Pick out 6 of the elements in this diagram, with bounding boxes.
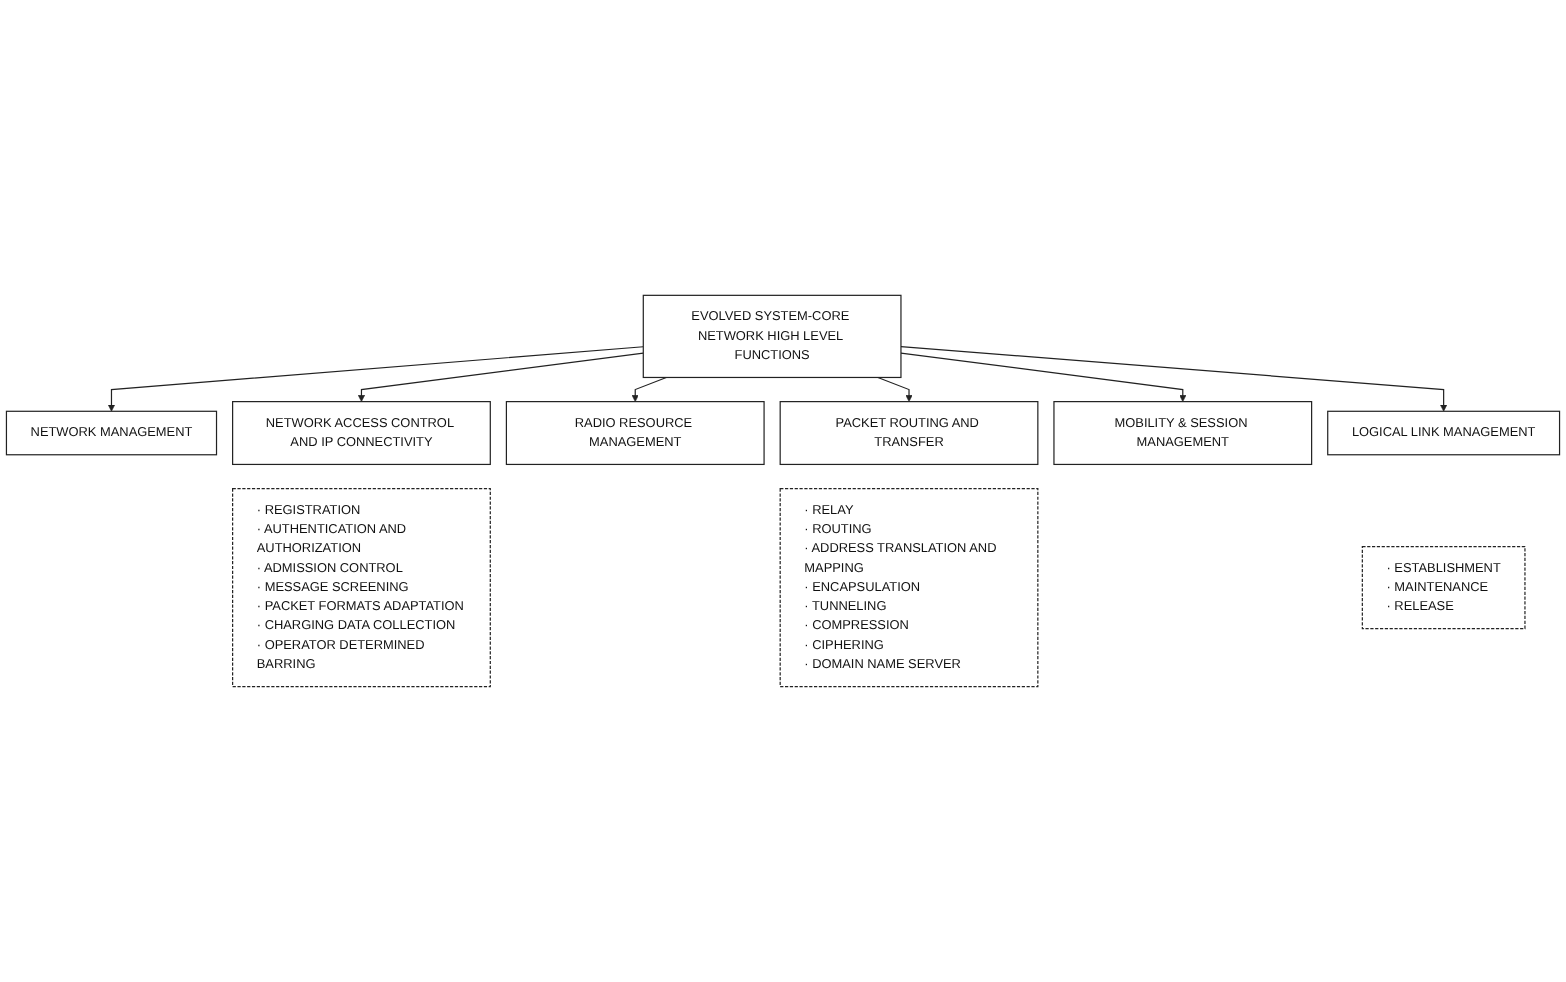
arrow <box>877 376 913 402</box>
arrow <box>900 352 1187 402</box>
arrow <box>107 346 644 412</box>
arrow <box>631 376 667 402</box>
arrow <box>357 352 644 402</box>
arrow <box>900 346 1448 412</box>
